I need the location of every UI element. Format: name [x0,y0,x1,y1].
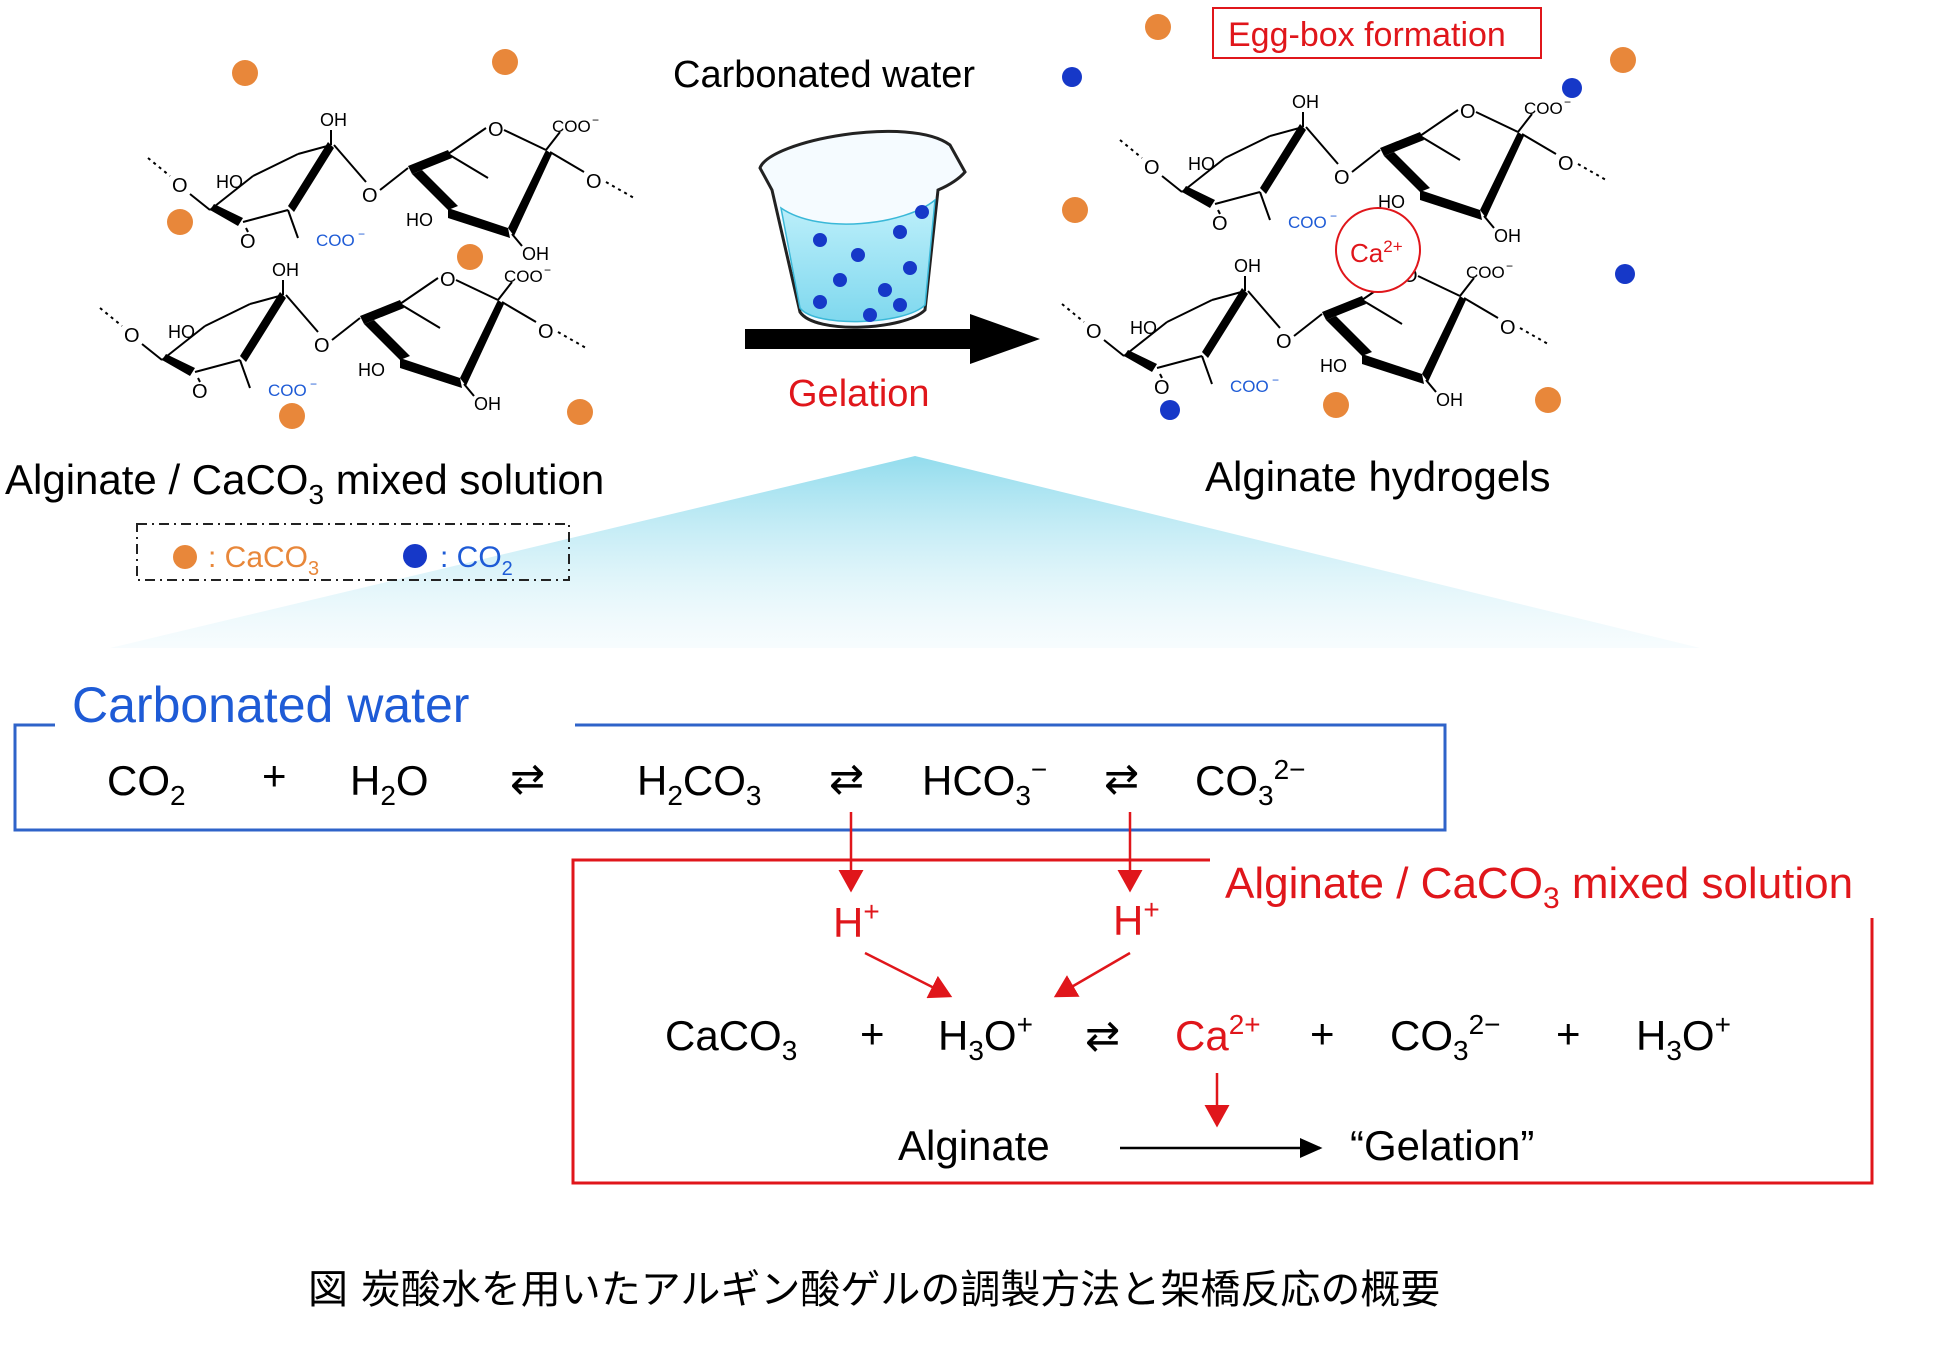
alginate-chain-left-upper [147,109,635,265]
alginate-chain-right-lower [1061,255,1549,411]
h-plus-2: H+ [1113,894,1160,944]
svg-text:CO2: CO2 [107,757,186,811]
caco3-dot [232,60,258,86]
gelation-result-label: “Gelation” [1350,1122,1534,1169]
svg-text:+: + [262,752,287,799]
ca-ion-label: Ca2+ [1350,237,1403,268]
hydrogels-label: Alginate hydrogels [1205,453,1551,500]
svg-text:⇄: ⇄ [1085,1012,1120,1059]
co2-dot [1160,400,1180,420]
gelation-label: Gelation [788,373,930,415]
mixed-solution-title: Alginate / CaCO3 mixed solution [1225,859,1853,915]
zoom-fan [110,456,1700,648]
svg-text:⇄: ⇄ [1104,755,1139,802]
svg-text:+: + [860,1010,885,1057]
legend-caco3-dot [173,545,197,569]
co2-dot [1062,67,1082,87]
co2-bubbles [1062,67,1635,420]
caco3-dot [1610,47,1636,73]
svg-text:CO32−: CO32− [1390,1009,1501,1066]
svg-text:+: + [1310,1010,1335,1057]
left-solution-label: Alginate / CaCO3 mixed solution [5,456,604,510]
svg-text:H3O+: H3O+ [938,1009,1033,1066]
proton-to-hydronium-2 [1053,951,1131,998]
alginate-chain-left-lower [99,259,587,415]
caco3-particles [167,14,1636,429]
egg-box-label: Egg-box formation [1228,16,1506,54]
svg-text:Ca2+: Ca2+ [1175,1009,1261,1059]
caco3-dot [457,244,483,270]
h-plus-1: H+ [833,896,880,946]
caco3-dot [279,403,305,429]
co2-dot [1562,78,1582,98]
svg-text:⇄: ⇄ [510,755,545,802]
svg-text:H3O+: H3O+ [1636,1009,1731,1066]
figure-caption: 図 炭酸水を用いたアルギン酸ゲルの調製方法と架橋反応の概要 [308,1267,1440,1313]
dissolution-equation: CaCO3 + H3O+ ⇄ Ca2+ + CO32− + H3O+ [665,1009,1731,1066]
svg-text:CaCO3: CaCO3 [665,1012,797,1066]
legend-co2-label: : CO2 [440,541,513,580]
carbonation-equation: CO2 + H2O ⇄ H2CO3 ⇄ HCO3− ⇄ CO32− [107,752,1306,811]
beaker-icon [758,129,967,329]
svg-text:⇄: ⇄ [829,755,864,802]
proton-to-hydronium-1 [864,951,953,999]
legend: : CaCO3 : CO2 [136,523,570,581]
carbonated-water-label: Carbonated water [673,54,975,96]
legend-caco3-label: : CaCO3 [208,541,319,580]
legend-co2-dot [403,544,427,568]
carbonated-water-box: Carbonated water CO2 + H2O ⇄ H2CO3 ⇄ HCO… [13,677,1447,832]
svg-text:H2O: H2O [350,757,429,811]
caco3-dot [1323,392,1349,418]
egg-box-frame [1212,7,1542,59]
svg-text:+: + [1556,1010,1581,1057]
co2-dot [1615,264,1635,284]
ca-ion-circle [1335,207,1421,293]
svg-text:CO32−: CO32− [1195,754,1306,811]
svg-text:HCO3−: HCO3− [922,754,1047,811]
svg-text:H2CO3: H2CO3 [637,757,762,811]
mixed-solution-box: Alginate / CaCO3 mixed solution H+ H+ Ca… [571,812,1874,1185]
caco3-dot [1062,197,1088,223]
caco3-dot [1145,14,1171,40]
caco3-dot [167,209,193,235]
alginate-label: Alginate [898,1122,1050,1169]
caco3-dot [567,399,593,425]
carbonated-water-title: Carbonated water [72,677,469,733]
gelation-arrow [745,314,1040,364]
caco3-dot [492,49,518,75]
caco3-dot [1535,387,1561,413]
